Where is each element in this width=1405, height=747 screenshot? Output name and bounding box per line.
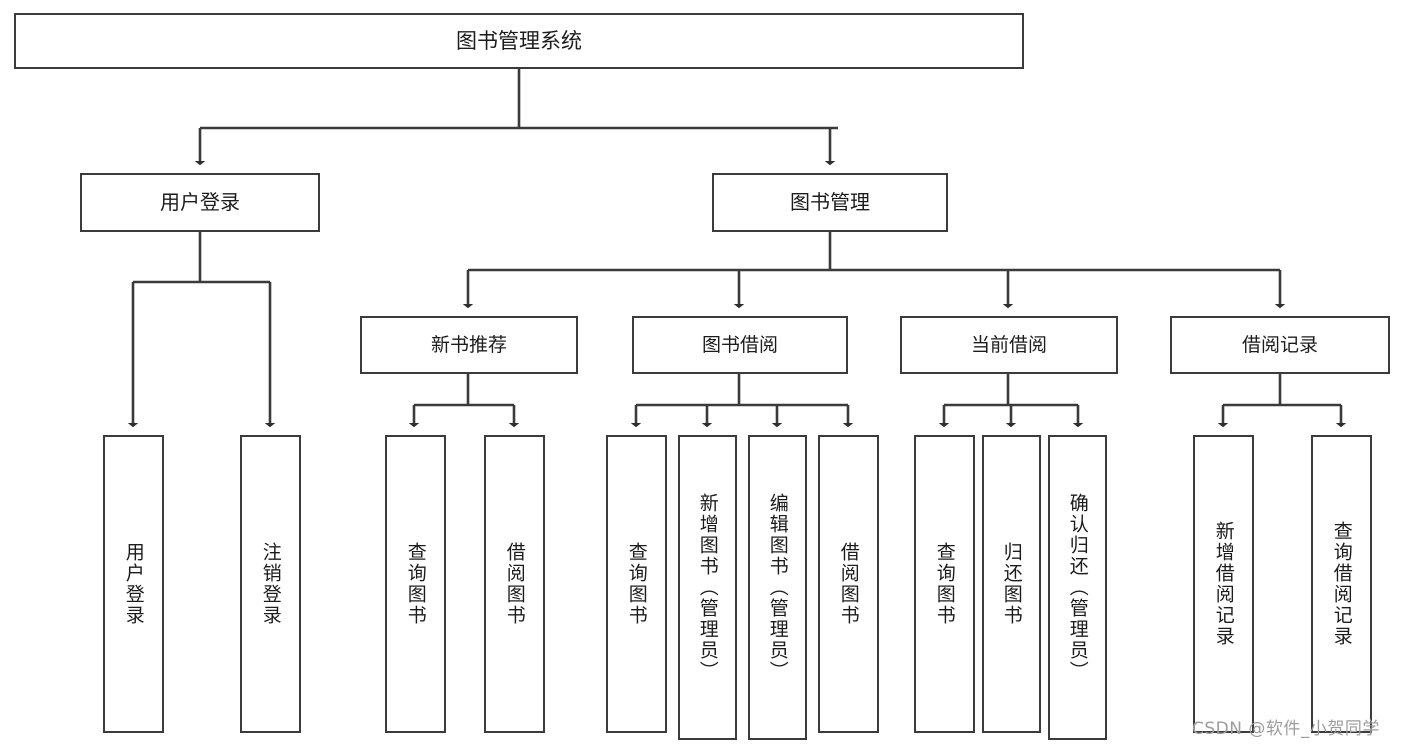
node-new-book-recommend[interactable]: 新书推荐 [360, 316, 578, 374]
leaf-bb-add-book-admin[interactable]: 新增图书（管理员） [678, 435, 737, 740]
leaf-br-query-record-label: 查询借阅记录 [1330, 521, 1353, 647]
leaf-nb-query-book[interactable]: 查询图书 [385, 435, 446, 733]
node-root[interactable]: 图书管理系统 [14, 13, 1024, 69]
leaf-nb-borrow-book-label: 借阅图书 [503, 542, 526, 626]
node-book-manage[interactable]: 图书管理 [712, 173, 948, 232]
node-book-borrow[interactable]: 图书借阅 [632, 316, 848, 374]
node-current-borrow-label: 当前借阅 [970, 333, 1047, 356]
node-book-manage-label: 图书管理 [790, 189, 870, 214]
node-current-borrow[interactable]: 当前借阅 [900, 316, 1118, 374]
leaf-bb-edit-book-admin[interactable]: 编辑图书（管理员） [748, 435, 807, 740]
node-borrow-record[interactable]: 借阅记录 [1170, 316, 1390, 374]
leaf-user-login[interactable]: 用户登录 [103, 435, 164, 733]
node-user-login[interactable]: 用户登录 [80, 173, 320, 232]
leaf-user-logout-label: 注销登录 [259, 542, 282, 626]
leaf-br-add-record-label: 新增借阅记录 [1212, 521, 1235, 647]
leaf-nb-borrow-book[interactable]: 借阅图书 [484, 435, 545, 733]
leaf-nb-query-book-label: 查询图书 [404, 542, 427, 626]
leaf-cb-query-book[interactable]: 查询图书 [914, 435, 975, 733]
leaf-bb-edit-book-admin-label: 编辑图书（管理员） [766, 493, 789, 682]
leaf-br-add-record[interactable]: 新增借阅记录 [1193, 435, 1254, 733]
csdn-watermark: CSDN @软件_小贺同学 [1192, 719, 1380, 739]
leaf-cb-query-book-label: 查询图书 [933, 542, 956, 626]
leaf-br-query-record[interactable]: 查询借阅记录 [1311, 435, 1372, 733]
node-borrow-record-label: 借阅记录 [1241, 333, 1318, 356]
leaf-bb-query-book[interactable]: 查询图书 [606, 435, 667, 733]
leaf-bb-query-book-label: 查询图书 [625, 542, 648, 626]
leaf-bb-borrow-book[interactable]: 借阅图书 [818, 435, 879, 733]
leaf-cb-return-book-label: 归还图书 [1000, 542, 1023, 626]
node-root-label: 图书管理系统 [456, 28, 582, 53]
leaf-bb-add-book-admin-label: 新增图书（管理员） [696, 493, 719, 682]
leaf-cb-confirm-return-admin-label: 确认归还（管理员） [1066, 493, 1089, 682]
leaf-user-login-label: 用户登录 [122, 542, 145, 626]
node-book-borrow-label: 图书借阅 [701, 333, 778, 356]
leaf-cb-confirm-return-admin[interactable]: 确认归还（管理员） [1048, 435, 1107, 740]
leaf-user-logout[interactable]: 注销登录 [240, 435, 301, 733]
leaf-bb-borrow-book-label: 借阅图书 [837, 542, 860, 626]
node-new-book-recommend-label: 新书推荐 [430, 333, 507, 356]
node-user-login-label: 用户登录 [160, 189, 240, 214]
leaf-cb-return-book[interactable]: 归还图书 [982, 435, 1041, 733]
